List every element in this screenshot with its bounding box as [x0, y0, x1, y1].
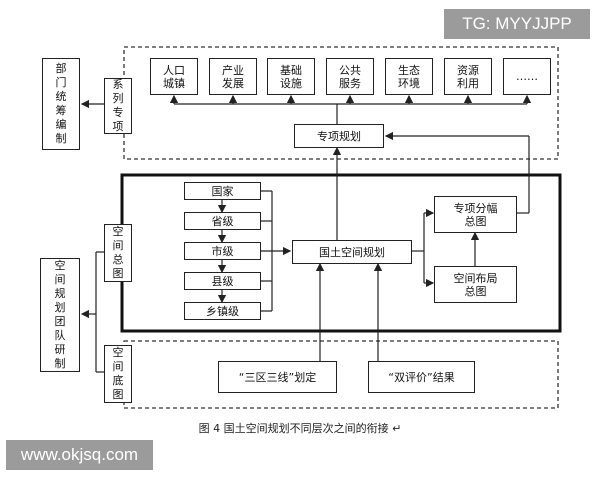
figure-caption-text: 图 4 国土空间规划不同层次之间的衔接 ↵: [198, 422, 402, 435]
spatial-master-label: 空间总图: [112, 225, 124, 280]
three-zones-lines-box: “三区三线”划定: [218, 361, 337, 393]
watermark-top-text: TG: MYYJJPP: [462, 14, 572, 33]
top-item-label: 基础 设施: [280, 63, 302, 90]
top-item-label: 人口 城镇: [163, 63, 185, 90]
watermark-top: TG: MYYJJPP: [444, 9, 590, 39]
spatial-layout-map-label: 空间布局 总图: [453, 271, 498, 298]
team-research-label: 空间规划团队研制: [54, 259, 66, 370]
special-zoning-map-label: 专项分幅 总图: [453, 201, 498, 228]
top-item-infrastructure: 基础 设施: [267, 58, 315, 95]
level-label: 县级: [211, 274, 234, 288]
special-planning-box: 专项规划: [294, 124, 384, 148]
top-item-label: 资源 利用: [457, 63, 479, 90]
dept-compile-label: 部门统筹编制: [55, 62, 67, 145]
special-zoning-map-box: 专项分幅 总图: [434, 196, 517, 233]
top-item-industry: 产业 发展: [209, 58, 257, 95]
series-special-box: 系列专项: [104, 78, 132, 134]
level-province: 省级: [184, 212, 261, 230]
double-evaluation-box: “双评价”结果: [368, 361, 475, 393]
national-spatial-planning-box: 国土空间规划: [292, 240, 412, 264]
watermark-bottom: www.okjsq.com: [6, 440, 153, 470]
top-item-label: 产业 发展: [222, 63, 244, 90]
top-item-label: ……: [516, 70, 538, 83]
spatial-master-box: 空间总图: [104, 224, 132, 282]
base-region-border: [123, 340, 559, 409]
spatial-base-label: 空间底图: [112, 346, 124, 401]
team-research-box: 空间规划团队研制: [40, 258, 80, 372]
level-label: 国家: [211, 184, 234, 198]
three-zones-lines-label: “三区三线”划定: [238, 370, 317, 384]
top-item-label: 生态 环境: [398, 63, 420, 90]
top-item-more: ……: [503, 58, 551, 95]
double-evaluation-label: “双评价”结果: [388, 370, 455, 384]
watermark-bottom-text: www.okjsq.com: [20, 445, 139, 464]
top-item-population: 人口 城镇: [150, 58, 198, 95]
spatial-base-box: 空间底图: [104, 345, 132, 403]
top-item-resources: 资源 利用: [444, 58, 492, 95]
level-city: 市级: [184, 242, 261, 260]
level-national: 国家: [184, 182, 261, 200]
level-label: 市级: [211, 244, 234, 258]
top-item-ecology: 生态 环境: [385, 58, 433, 95]
series-special-label: 系列专项: [112, 78, 124, 133]
figure-caption: 图 4 国土空间规划不同层次之间的衔接 ↵: [0, 420, 600, 436]
top-item-public-service: 公共 服务: [326, 58, 374, 95]
level-township: 乡镇级: [184, 302, 261, 320]
level-label: 省级: [211, 214, 234, 228]
special-planning-label: 专项规划: [317, 129, 361, 143]
top-item-label: 公共 服务: [339, 63, 361, 90]
dept-compile-box: 部门统筹编制: [42, 58, 80, 150]
level-label: 乡镇级: [206, 304, 239, 318]
national-spatial-planning-label: 国土空间规划: [319, 245, 385, 259]
level-county: 县级: [184, 272, 261, 290]
spatial-layout-map-box: 空间布局 总图: [434, 266, 517, 303]
